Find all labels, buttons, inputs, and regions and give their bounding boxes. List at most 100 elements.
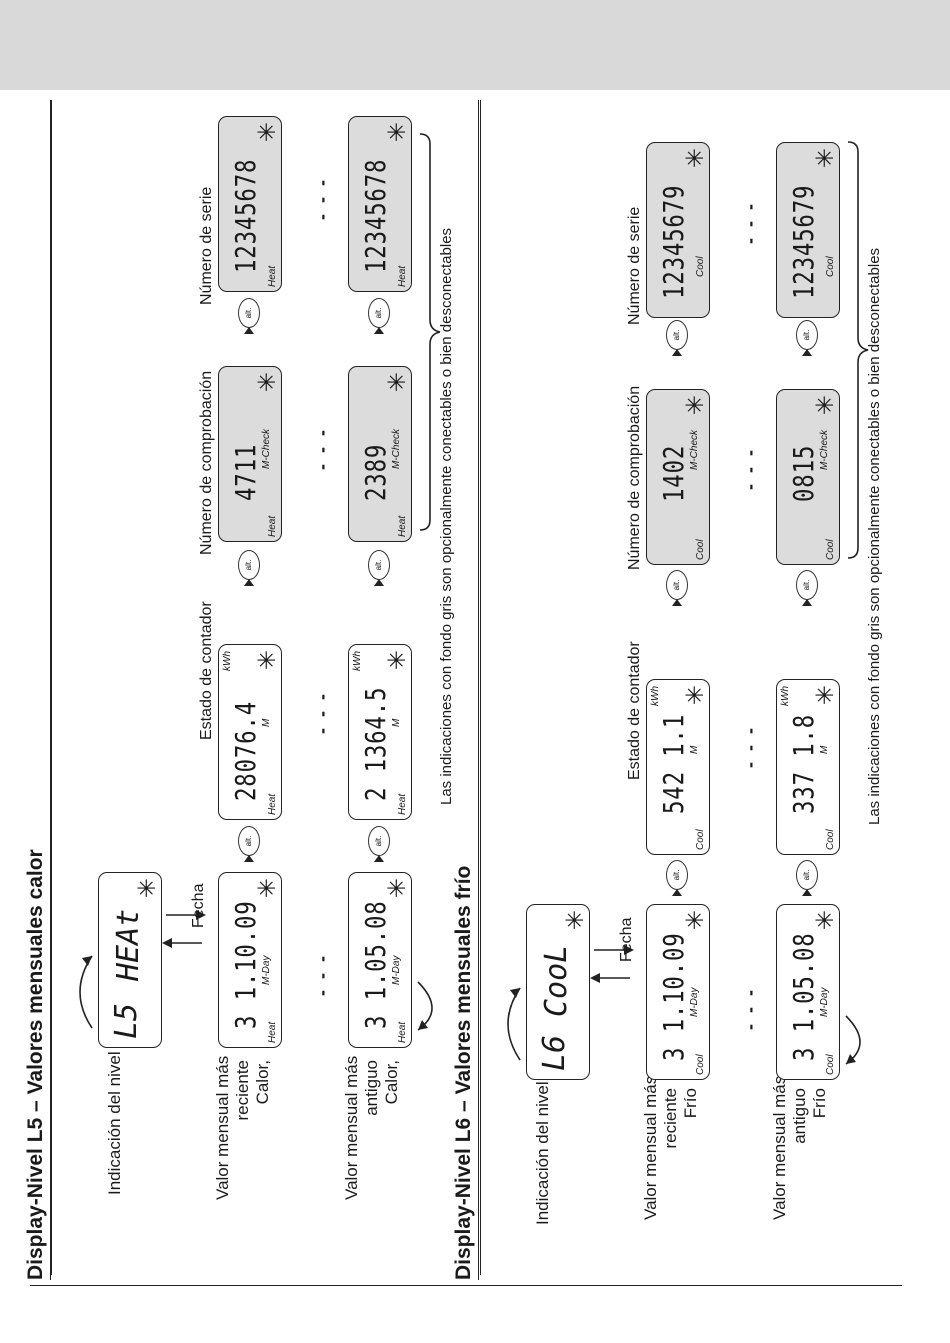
sun-icon: ✳ [682, 395, 709, 416]
lcd-row1-serial: 12345679 Cool ✳ [646, 142, 710, 318]
alt-button[interactable]: alt. [796, 570, 818, 600]
cycle-arrows-icon [79, 955, 93, 1029]
col-header-check: Número de comprobación [198, 370, 215, 555]
alt-button[interactable]: alt. [666, 320, 688, 350]
check-value: 4711 [229, 443, 262, 501]
serial-value: 12345678 [359, 158, 392, 273]
check-value: 0815 [787, 444, 820, 502]
sun-icon: ✳ [682, 148, 709, 169]
lcd-row2-counter: 2 1364.5 kWh M Heat ✳ [348, 644, 412, 820]
section-l6: Display-Nivel L6 – Valores mensuales frí… [452, 100, 950, 1280]
counter-value: 28076.4 [229, 700, 262, 801]
date-value: 3 1.05.08 [787, 932, 820, 1061]
sun-icon: ✳ [384, 372, 411, 393]
sun-icon: ✳ [812, 148, 839, 169]
col-header-check: Número de comprobación [626, 385, 643, 570]
optional-note: Las indicaciones con fondo gris son opci… [866, 247, 883, 825]
serial-value: 12345679 [787, 184, 820, 299]
fecha-header: Fecha [618, 917, 635, 962]
lcd-row2-serial: 12345679 Cool ✳ [776, 142, 840, 318]
alt-button[interactable]: alt. [368, 826, 390, 856]
ellipsis-dashes: - - - [740, 201, 760, 244]
level-text: HEAt [111, 908, 146, 981]
sun-icon: ✳ [562, 910, 589, 931]
col-header-counter: Estado de contador [626, 641, 643, 780]
lcd-row2-serial: 12345678 Heat ✳ [348, 116, 412, 292]
section-title: Display-Nivel L5 – Valores mensuales cal… [24, 849, 47, 1280]
date-value: 3 1.05.08 [359, 900, 392, 1029]
date-value: 3 1.10.09 [657, 932, 690, 1061]
lcd-row1-check: 1402 M-Check Cool ✳ [646, 389, 710, 565]
alt-button[interactable]: alt. [796, 320, 818, 350]
lcd-row2-date: 3 1.05.08 M-Day Cool ✳ [776, 904, 840, 1080]
date-value: 3 1.10.09 [229, 900, 262, 1029]
grouping-brace [847, 141, 869, 559]
sun-icon: ✳ [254, 650, 281, 671]
lcd-row1-date: 3 1.10.09 M-Day Cool ✳ [646, 904, 710, 1080]
section-l5: Display-Nivel L5 – Valores mensuales cal… [24, 100, 930, 1280]
alt-button[interactable]: alt. [796, 860, 818, 890]
level-label: Indicación del nivel [533, 1081, 552, 1225]
header-band [0, 0, 950, 90]
up-down-arrows-icon [162, 910, 206, 948]
alt-button[interactable]: alt. [238, 298, 260, 328]
sun-icon: ✳ [254, 878, 281, 899]
ellipsis-dashes: - - - [312, 427, 332, 470]
alt-button[interactable]: alt. [368, 298, 390, 328]
sun-icon: ✳ [682, 685, 709, 706]
sun-icon: ✳ [384, 878, 411, 899]
counter-value: 2 1364.5 [359, 686, 392, 801]
alt-button[interactable]: alt. [238, 826, 260, 856]
sun-icon: ✳ [134, 878, 161, 899]
title-rule [478, 100, 479, 1280]
lcd-row2-date: 3 1.05.08 M-Day Heat ✳ [348, 872, 412, 1048]
ellipsis-dashes: - - - [312, 177, 332, 220]
lcd-level: L5 HEAt ✳ [98, 872, 162, 1048]
level-code: L5 [109, 1002, 144, 1039]
lcd-row1-counter: 28076.4 kWh M Heat ✳ [218, 644, 282, 820]
bottom-rule [30, 1285, 902, 1286]
sun-icon: ✳ [384, 122, 411, 143]
section-title: Display-Nivel L6 – Valores mensuales frí… [452, 865, 475, 1280]
col-header-serial: Número de serie [198, 186, 215, 305]
loop-arrow-icon [845, 1015, 861, 1065]
lcd-row1-counter: 542 1.1 kWh M Cool ✳ [646, 679, 710, 855]
alt-button[interactable]: alt. [368, 550, 390, 580]
sun-icon: ✳ [812, 395, 839, 416]
lcd-row1-serial: 12345678 Heat ✳ [218, 116, 282, 292]
ellipsis-dashes: - - - [312, 691, 332, 734]
optional-note: Las indicaciones con fondo gris son opci… [438, 227, 455, 805]
alt-button[interactable]: alt. [666, 860, 688, 890]
lcd-row2-counter: 337 1.8 kWh M Cool ✳ [776, 679, 840, 855]
lcd-row1-check: 4711 M-Check Heat ✳ [218, 366, 282, 542]
lcd-row2-check: 2389 M-Check Heat ✳ [348, 366, 412, 542]
sun-icon: ✳ [254, 122, 281, 143]
check-value: 2389 [359, 443, 392, 501]
lcd-row1-date: 3 1.10.09 M-Day Heat ✳ [218, 872, 282, 1048]
alt-button[interactable]: alt. [238, 550, 260, 580]
ellipsis-dashes: - - - [740, 447, 760, 490]
serial-value: 12345678 [229, 158, 262, 273]
level-text: CooL [539, 944, 574, 1017]
level-code: L6 [537, 1034, 572, 1071]
ellipsis-dashes: - - - [312, 953, 332, 996]
up-down-arrows-icon [590, 945, 634, 983]
counter-value: 542 1.1 [657, 713, 690, 814]
section-l6-rule [480, 100, 481, 1275]
lcd-row2-check: 0815 M-Check Cool ✳ [776, 389, 840, 565]
ellipsis-dashes: - - - [740, 725, 760, 768]
check-value: 1402 [657, 444, 690, 502]
sun-icon: ✳ [384, 650, 411, 671]
level-label: Indicación del nivel [105, 1051, 124, 1195]
col-header-serial: Número de serie [626, 206, 643, 325]
sun-icon: ✳ [812, 685, 839, 706]
loop-arrow-icon [417, 981, 433, 1031]
cycle-arrows-icon [507, 987, 521, 1061]
col-header-counter: Estado de contador [198, 601, 215, 740]
lcd-level: L6 CooL ✳ [526, 904, 590, 1080]
alt-button[interactable]: alt. [666, 570, 688, 600]
